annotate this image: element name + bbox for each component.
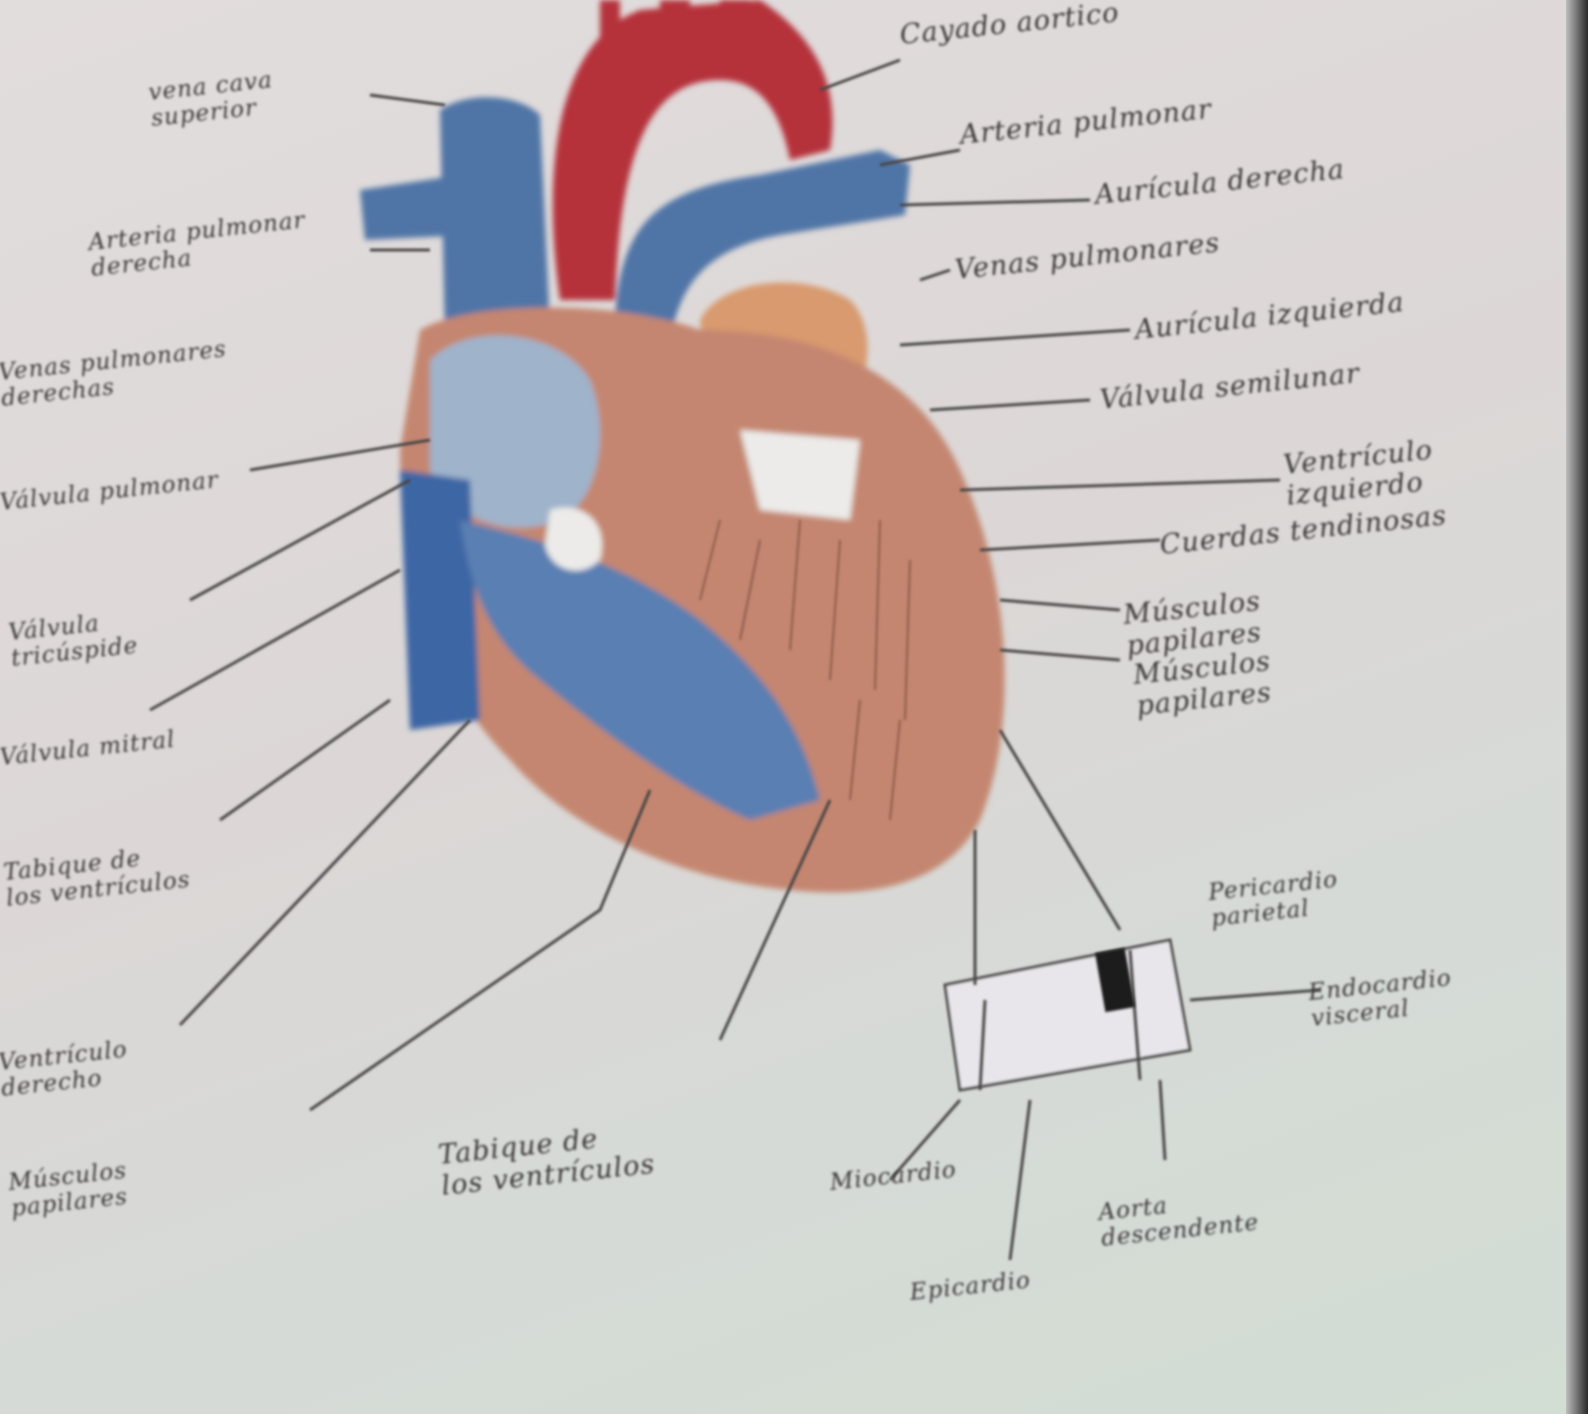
leader-musc-pap [1000,650,1120,660]
leader-mediana [220,700,390,820]
leader-vent-izq [980,540,1160,550]
leader-cuerdas [1000,600,1120,610]
leader-venas-pulm [920,270,950,280]
leader-aur-der [900,200,1090,205]
leader-aur-izq [900,330,1130,345]
leader-aorta-desc [1160,1080,1165,1160]
leader-pericardio [1000,730,1120,930]
leader-epicardio [1010,1100,1030,1260]
leader-valv-semilunar [930,400,1090,410]
inferior-vena-cava [400,470,480,730]
right-pulmonary-artery [360,175,470,240]
table-edge [1566,0,1588,1414]
leader-endocardio [1190,990,1320,1000]
leader-valv-mitral [960,480,1280,490]
leader-musc-pap-2 [310,790,650,1110]
leader-valv-tric [150,570,400,710]
leader-vcs [370,95,445,105]
leader-vent-der [180,720,470,1025]
leader-cayado [820,60,900,90]
